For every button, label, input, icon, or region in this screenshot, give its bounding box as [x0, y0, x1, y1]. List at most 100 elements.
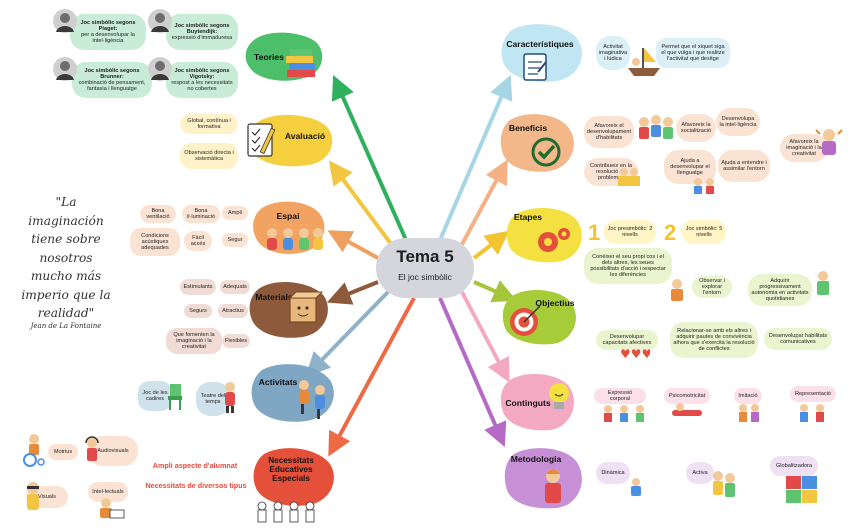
exploring-child-icon — [671, 279, 683, 301]
etapes-item[interactable]: Joc simbòlic: 5 nivells — [682, 220, 726, 244]
materials-item[interactable]: Que fomenten la imaginació i la creativi… — [166, 328, 222, 354]
quote-line: imaginación — [28, 213, 104, 228]
teories-title[interactable]: Teories — [254, 52, 284, 62]
nee-note: Ampli aspecte d'alumnat — [152, 461, 238, 470]
beneficis-item[interactable]: Ajuda a entendre i assimilar l'entorn — [718, 150, 770, 182]
quote-author: Jean de La Fontaine — [30, 322, 102, 330]
quote-line: tiene sobre — [31, 232, 101, 246]
buytendijk-portrait-icon — [148, 9, 172, 33]
beneficis-item[interactable]: Afavoreix el desenvolupament d'habilitat… — [584, 116, 634, 148]
quote-text: "La imaginación tiene sobre nosotros muc… — [6, 193, 126, 323]
piaget-head: Joc simbòlic segons Piaget: — [80, 19, 136, 32]
nee-item[interactable]: Motrius — [48, 444, 78, 460]
materials-item[interactable]: Segurs — [184, 304, 212, 318]
teories-piaget[interactable]: Joc simbòlic segons Piaget:per a desenvo… — [70, 14, 146, 50]
arrow-avaluacio — [328, 160, 396, 250]
chair-icon — [168, 384, 182, 410]
teacher-icon — [545, 469, 561, 503]
materials-title[interactable]: Materials — [255, 292, 293, 302]
caracteristiques-item[interactable]: Permet que el xiquet siga el que vulga i… — [656, 38, 730, 68]
metodologia-title[interactable]: Metodologia — [510, 454, 562, 464]
nee-blob — [253, 448, 334, 506]
beneficis-item[interactable]: Ajuda a desenvolupar el llenguatge — [664, 150, 716, 184]
hearts-icon: ♥♥♥ — [620, 347, 650, 361]
espai-item[interactable]: Fàcil accés — [184, 231, 212, 251]
activitats-item[interactable]: Teatre del temps — [196, 382, 230, 416]
caracteristiques-blob — [501, 24, 582, 82]
arrow-objectius — [473, 280, 517, 303]
objectius-item[interactable]: Desenvolupar habilitats comunicatives — [764, 328, 832, 350]
central-topic[interactable]: Tema 5 El joc simbòlic — [376, 238, 474, 298]
nee-title[interactable]: Necessitats Educatives Especials — [268, 456, 314, 484]
arrow-metodologia — [438, 297, 507, 448]
vigotsky-portrait-icon — [148, 57, 172, 81]
nee-item[interactable]: Intel·lectuals — [88, 482, 128, 502]
espai-item[interactable]: Bona il·luminació — [182, 205, 220, 223]
etapes-number: 1 — [588, 220, 601, 245]
activitats-item[interactable]: Joc de les cadires — [138, 381, 172, 411]
continguts-title[interactable]: Continguts — [505, 398, 551, 408]
espai-item[interactable]: Ampli — [222, 206, 248, 220]
brunner-head: Joc simbòlic segons Brunner: — [84, 67, 140, 80]
arrow-activitats — [305, 290, 390, 377]
arrow-materials — [326, 280, 379, 305]
espai-item[interactable]: Segur — [222, 233, 248, 247]
etapes-title[interactable]: Etapes — [513, 212, 543, 222]
vigotsky-text: respost a les necessitats no cobertes — [171, 80, 233, 93]
espai-title[interactable]: Espai — [276, 211, 300, 221]
objectius-item[interactable]: Conèixer el seu propi cos i el dels altr… — [584, 248, 672, 284]
clipboard-icon — [523, 53, 547, 81]
piaget-text: per a desenvolupar la intel·ligència — [81, 32, 135, 45]
caracteristiques-title[interactable]: Característiques — [506, 39, 574, 49]
lightbulb-icon — [549, 383, 569, 409]
continguts-item[interactable]: Representació — [790, 386, 836, 402]
espai-item[interactable]: Bona ventilació — [140, 205, 176, 223]
objectius-item[interactable]: Adquirir progressivament autonomia en ac… — [748, 274, 812, 306]
continguts-item[interactable]: Imitació — [734, 388, 762, 404]
avaluacio-title[interactable]: Avaluació — [284, 131, 326, 141]
activitats-blob — [251, 364, 334, 422]
children-line-icon — [257, 501, 315, 523]
reading-child-icon — [100, 498, 125, 519]
beneficis-item[interactable]: Desenvolupa la intel·ligència — [716, 108, 760, 136]
avaluacio-item[interactable]: Global, contínua i formativa — [180, 114, 238, 134]
piaget-portrait-icon — [53, 9, 77, 33]
quote-line: nosotros — [39, 250, 93, 265]
autonomy-child-icon — [817, 271, 829, 295]
arrow-espai — [327, 230, 379, 260]
teories-brunner[interactable]: Joc simbòlic segons Brunner:combinació d… — [72, 62, 152, 98]
children-playing-icon — [299, 380, 325, 419]
metodologia-item[interactable]: Globalitzadora — [770, 456, 818, 476]
activitats-title[interactable]: Activitats — [258, 377, 298, 387]
continguts-item[interactable]: Psicomotricitat — [664, 388, 710, 404]
objectius-item[interactable]: Relacionar-se amb els altres i adquirir … — [670, 322, 758, 358]
beneficis-title[interactable]: Beneficis — [508, 123, 548, 133]
teories-buytendijk[interactable]: Joc simbòlic segons Buytendijk:expressió… — [166, 14, 238, 50]
objectius-title[interactable]: Objectius — [535, 298, 575, 308]
materials-item[interactable]: Flexibles — [222, 334, 250, 348]
materials-item[interactable]: Atractius — [218, 304, 248, 318]
teories-vigotsky[interactable]: Joc simbòlic segons Vigotsky:respost a l… — [166, 62, 238, 98]
check-circle-icon — [531, 137, 561, 167]
metodologia-item[interactable]: Activa — [686, 462, 714, 484]
materials-item[interactable]: Adequats — [220, 280, 250, 294]
beneficis-item[interactable]: Afavoreix la socialització — [676, 114, 716, 142]
theater-child-icon — [225, 382, 235, 413]
beneficis-item[interactable]: Contribueix en la resolució de problemes — [584, 158, 638, 186]
metodologia-item[interactable]: Dinàmica — [596, 462, 630, 484]
objectius-item[interactable]: Observar i explorar l'entorn — [692, 276, 732, 298]
wheelchair-child-icon — [23, 434, 45, 467]
avaluacio-item[interactable]: Observació directa i sistemàtica — [180, 143, 238, 169]
continguts-item[interactable]: Expressió corporal — [594, 388, 646, 404]
arrow-etapes — [472, 230, 510, 260]
espai-item[interactable]: Condicions acústiques adequades — [130, 228, 180, 256]
materials-item[interactable]: Estimulants — [180, 279, 216, 295]
caracteristiques-item[interactable]: Activitat imaginativa i lúdica — [596, 36, 630, 70]
arrow-continguts — [460, 291, 510, 383]
etapes-item[interactable]: Joc presimbòlic: 2 nivells — [604, 220, 656, 244]
box-character-icon — [288, 291, 324, 323]
objectius-item[interactable]: Desenvolupar capacitats afectives — [596, 330, 658, 350]
beneficis-item[interactable]: Afavoreix la imaginació i la creativitat — [780, 134, 828, 162]
